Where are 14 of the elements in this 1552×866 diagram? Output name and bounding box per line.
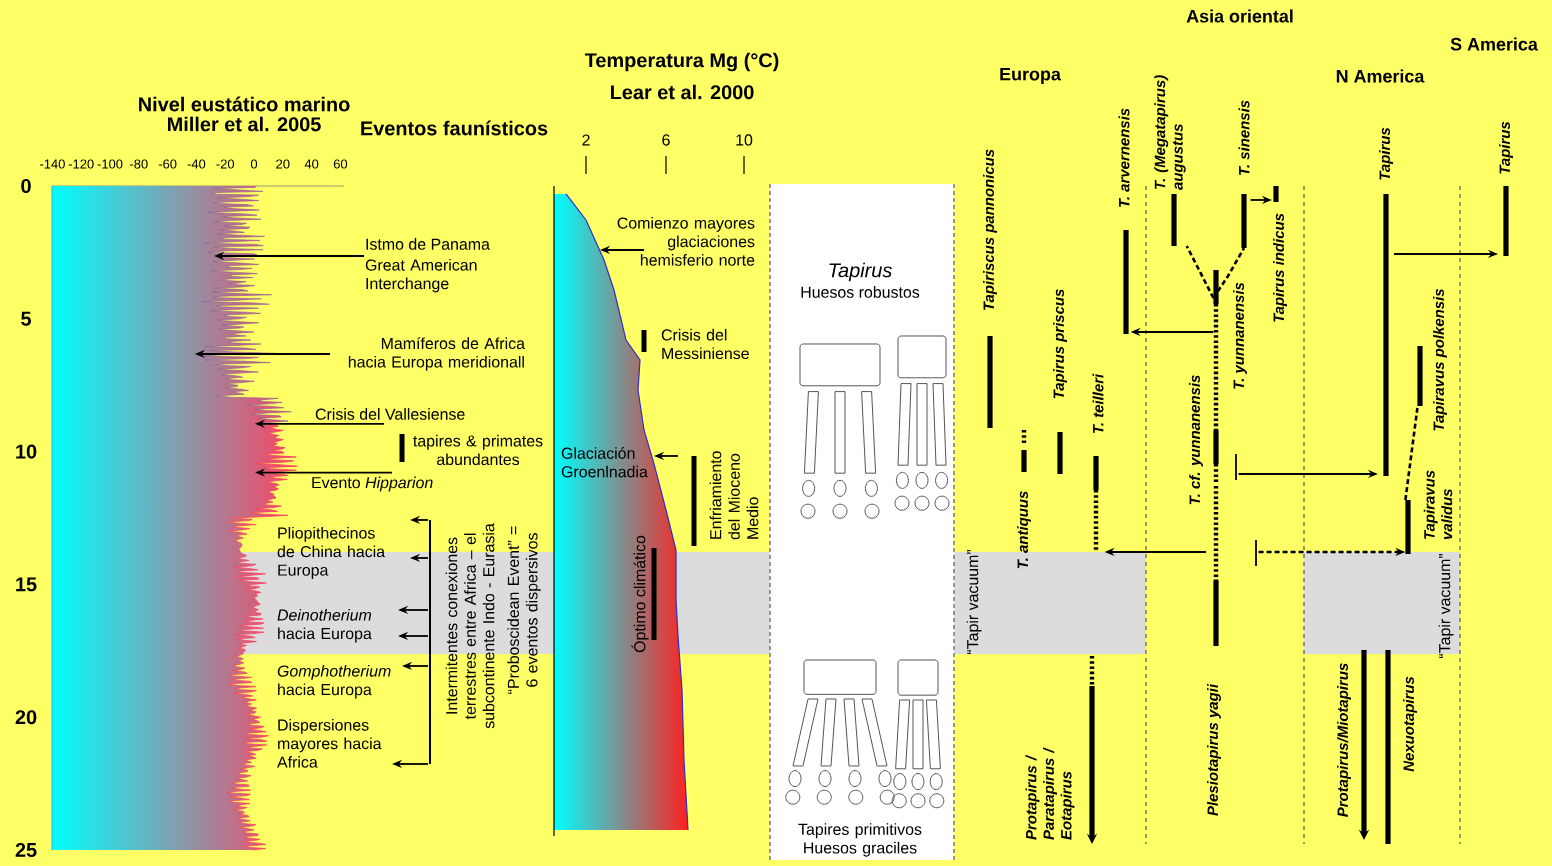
region-heading: N America [1336,69,1425,83]
axis-title: Temperatura Mg (°C) [584,52,779,72]
arrow [1212,247,1246,299]
axis-tick-label: 5 [21,311,31,326]
axis-title: Nivel eustático marino [139,96,350,112]
axis-title: Miller et al. 2005 [168,116,321,132]
axis-tick-label: 0 [21,178,31,194]
caption-label: Tapirus [829,262,892,282]
section-title: Eventos faunísticos [361,120,548,136]
region-heading: Asia oriental [1186,9,1293,23]
axis-tick-label: 25 [15,842,37,858]
axis-title: Lear et al. 2000 [611,84,754,100]
region-heading: Europa [1000,67,1061,84]
region-heading: S America [1450,37,1538,51]
